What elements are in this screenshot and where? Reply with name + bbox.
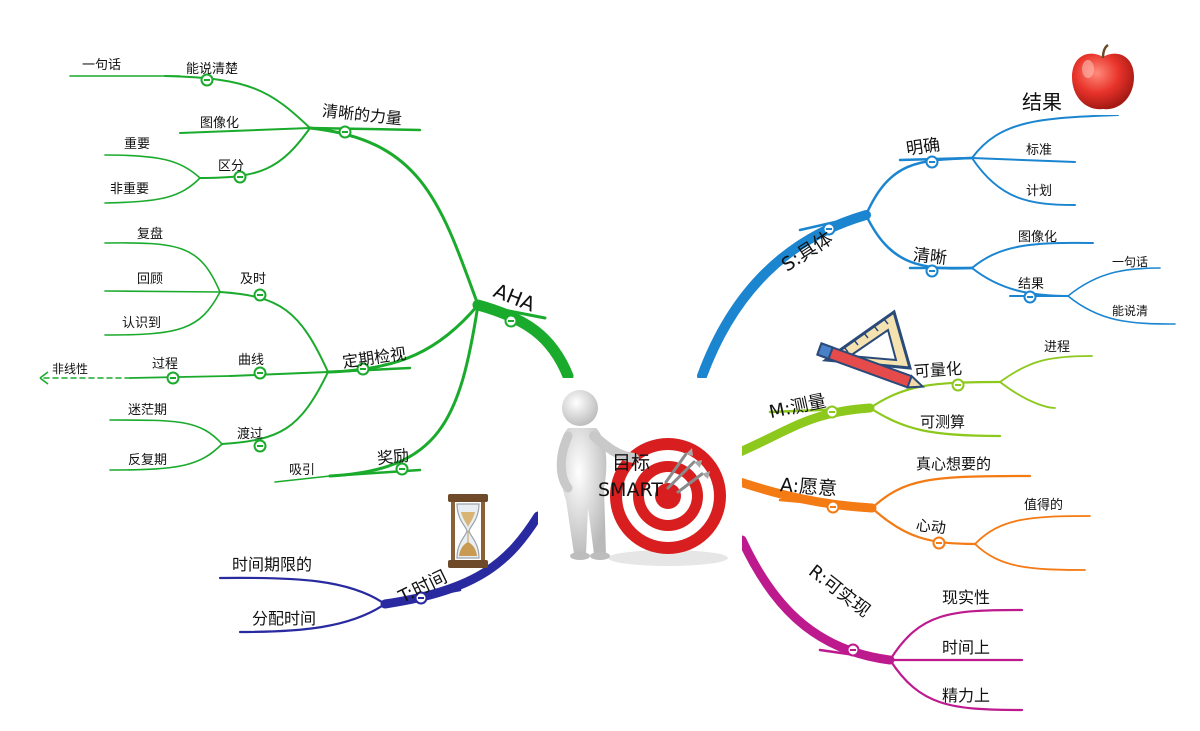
- node-truly-want: 真心想要的: [916, 455, 991, 473]
- collapse-markers: [166, 73, 1037, 657]
- collapse-toggle-icon[interactable]: [1023, 290, 1037, 304]
- node-can-explain: 能说清: [1112, 303, 1148, 318]
- node-deadline: 时间期限的: [232, 555, 312, 574]
- collapse-toggle-icon[interactable]: [338, 125, 352, 139]
- collapse-toggle-icon[interactable]: [253, 288, 267, 302]
- collapse-toggle-icon[interactable]: [822, 222, 836, 236]
- node-distinct: 清晰: [912, 245, 948, 268]
- node-reward: 奖励: [376, 446, 410, 468]
- node-worthwhile: 值得的: [1024, 497, 1063, 513]
- branch-a: [735, 474, 1091, 571]
- node-progress: 进程: [1044, 340, 1070, 355]
- node-visualize-s: 图像化: [1018, 230, 1057, 245]
- collapse-toggle-icon[interactable]: [200, 73, 214, 87]
- set-square-ruler-icon: [816, 309, 926, 389]
- node-nonlinear: 非线性: [52, 362, 88, 376]
- node-confusion: 迷茫期: [128, 403, 167, 418]
- node-time-wise: 时间上: [942, 638, 990, 657]
- node-one-sentence-s: 一句话: [1112, 255, 1148, 269]
- node-energy-wise: 精力上: [942, 686, 990, 705]
- node-realistic: 现实性: [942, 588, 990, 607]
- collapse-toggle-icon[interactable]: [932, 536, 946, 550]
- apple-icon: [1066, 41, 1140, 115]
- branch-s: [697, 114, 1176, 381]
- node-look-back: 回顾: [137, 272, 163, 287]
- node-repetition: 反复期: [128, 453, 167, 468]
- center-title-line2: SMART: [598, 479, 663, 501]
- hourglass-icon: [448, 494, 488, 568]
- collapse-toggle-icon[interactable]: [826, 500, 840, 514]
- node-recap: 复盘: [137, 226, 163, 242]
- target-dartboard-icon: [608, 438, 728, 566]
- node-not-important: 非重要: [110, 181, 149, 197]
- node-one-sentence: 一句话: [82, 58, 121, 73]
- node-distinguish: 区分: [218, 159, 244, 174]
- branch-aha: [39, 75, 574, 483]
- node-quantifiable: 可量化: [913, 359, 962, 381]
- collapse-toggle-icon[interactable]: [253, 366, 267, 380]
- node-allocate-time: 分配时间: [252, 609, 316, 628]
- collapse-toggle-icon[interactable]: [356, 362, 370, 376]
- node-curve: 曲线: [238, 353, 264, 368]
- person-figure-icon: [556, 390, 639, 560]
- collapse-toggle-icon[interactable]: [395, 462, 409, 476]
- collapse-toggle-icon[interactable]: [825, 405, 839, 419]
- node-result: 结果: [1022, 90, 1062, 114]
- node-result-s: 结果: [1018, 277, 1044, 292]
- collapse-toggle-icon[interactable]: [925, 155, 939, 169]
- node-process: 过程: [152, 357, 178, 372]
- node-explicit: 明确: [905, 135, 941, 160]
- node-visualize: 图像化: [200, 116, 239, 131]
- collapse-toggle-icon[interactable]: [233, 170, 247, 184]
- node-plan: 计划: [1026, 184, 1052, 199]
- collapse-toggle-icon[interactable]: [951, 378, 965, 392]
- node-realize: 认识到: [122, 316, 161, 331]
- node-standard: 标准: [1026, 143, 1052, 158]
- node-timely: 及时: [240, 272, 266, 287]
- node-transition: 渡过: [237, 426, 263, 442]
- node-clarity: 清晰的力量: [321, 101, 403, 128]
- collapse-toggle-icon[interactable]: [504, 314, 518, 328]
- branch-r-label: R:可实现: [804, 561, 874, 622]
- collapse-toggle-icon[interactable]: [925, 264, 939, 278]
- branch-a-label: A:愿意: [779, 474, 837, 500]
- branch-s-label: S:具体: [778, 227, 837, 276]
- collapse-toggle-icon[interactable]: [253, 439, 267, 453]
- center-title-line1: 目标: [612, 452, 650, 474]
- branch-r: [737, 535, 1024, 712]
- collapse-toggle-icon[interactable]: [846, 643, 860, 657]
- center-illustration: [538, 378, 742, 572]
- node-speak-clearly: 能说清楚: [186, 62, 238, 77]
- collapse-toggle-icon[interactable]: [166, 371, 180, 385]
- node-important: 重要: [124, 136, 150, 152]
- branch-m: [735, 355, 1093, 457]
- node-attract: 吸引: [289, 463, 315, 478]
- node-heart-moved: 心动: [915, 516, 947, 537]
- node-measurable: 可测算: [920, 413, 965, 431]
- dashed-arrow-head: [39, 371, 49, 385]
- collapse-toggle-icon[interactable]: [414, 591, 428, 605]
